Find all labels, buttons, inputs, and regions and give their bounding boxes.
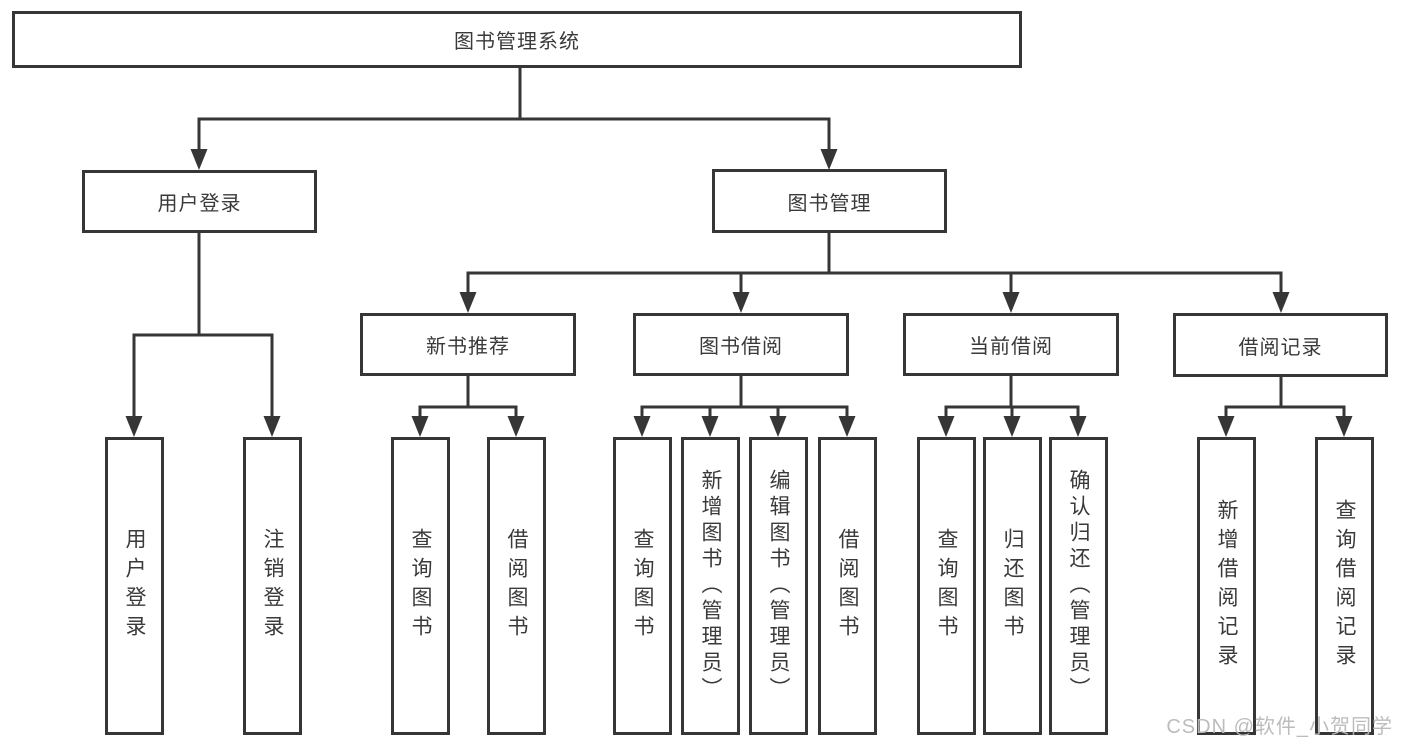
node-label: 注销登录 <box>261 528 284 644</box>
arrow-down-icon <box>1003 416 1021 437</box>
node-label: 查询图书 <box>631 528 654 644</box>
node-label: 查询借阅记录 <box>1333 499 1356 673</box>
arrow-down-icon <box>1069 416 1087 437</box>
arrow-down-icon <box>937 416 955 437</box>
node-query-books-recommend: 查询图书 <box>391 437 450 735</box>
arrow-down-icon <box>507 416 525 437</box>
node-label: 图书借阅 <box>699 336 783 358</box>
node-label: 当前借阅 <box>969 336 1053 358</box>
arrow-down-icon <box>701 416 719 437</box>
node-book-management: 图书管理 <box>712 169 947 233</box>
node-label: 图书管理系统 <box>454 31 580 53</box>
arrow-down-icon <box>838 416 856 437</box>
node-book-borrow: 图书借阅 <box>633 313 849 376</box>
node-current-borrow: 当前借阅 <box>903 313 1119 376</box>
node-label: 新增图书（管理员） <box>699 469 722 703</box>
arrow-down-icon <box>769 416 787 437</box>
arrow-down-icon <box>411 416 429 437</box>
node-logout: 注销登录 <box>243 437 302 735</box>
node-return-books: 归还图书 <box>983 437 1042 735</box>
node-add-books-admin: 新增图书（管理员） <box>681 437 740 735</box>
node-add-borrow-record: 新增借阅记录 <box>1197 437 1256 735</box>
node-borrow-records: 借阅记录 <box>1173 313 1388 377</box>
node-label: 图书管理 <box>787 192 872 215</box>
node-label: 借阅图书 <box>505 528 528 644</box>
node-label: 新增借阅记录 <box>1215 499 1238 673</box>
arrow-down-icon <box>263 416 281 437</box>
node-query-books-borrow: 查询图书 <box>613 437 672 735</box>
node-label: 查询图书 <box>935 528 958 644</box>
arrow-down-icon <box>190 149 208 170</box>
node-library-system: 图书管理系统 <box>12 11 1022 68</box>
arrow-down-icon <box>1002 292 1020 313</box>
node-query-borrow-record: 查询借阅记录 <box>1315 437 1374 735</box>
node-new-book-recommend: 新书推荐 <box>360 313 576 376</box>
node-borrow-books-recommend: 借阅图书 <box>487 437 546 735</box>
node-label: 编辑图书（管理员） <box>767 469 790 703</box>
node-label: 用户登录 <box>123 528 146 644</box>
node-label: 借阅记录 <box>1238 336 1323 359</box>
node-borrow-books-leaf: 借阅图书 <box>818 437 877 735</box>
csdn-watermark: CSDN @软件_小贺同学 <box>1166 716 1393 738</box>
node-user-login-leaf: 用户登录 <box>105 437 164 735</box>
node-query-books-current: 查询图书 <box>917 437 976 735</box>
arrow-down-icon <box>820 149 838 170</box>
arrow-down-icon <box>1272 292 1290 313</box>
arrow-down-icon <box>125 416 143 437</box>
node-label: 归还图书 <box>1001 528 1024 644</box>
node-label: 确认归还（管理员） <box>1067 469 1090 703</box>
node-edit-books-admin: 编辑图书（管理员） <box>749 437 808 735</box>
node-confirm-return-admin: 确认归还（管理员） <box>1049 437 1108 735</box>
arrow-down-icon <box>1217 416 1235 437</box>
arrow-down-icon <box>633 416 651 437</box>
arrow-down-icon <box>732 292 750 313</box>
node-label: 新书推荐 <box>426 336 510 358</box>
node-label: 查询图书 <box>409 528 432 644</box>
arrow-down-icon <box>459 292 477 313</box>
arrow-down-icon <box>1335 416 1353 437</box>
node-user-login: 用户登录 <box>82 170 317 233</box>
node-label: 借阅图书 <box>836 528 859 644</box>
node-label: 用户登录 <box>157 193 242 215</box>
